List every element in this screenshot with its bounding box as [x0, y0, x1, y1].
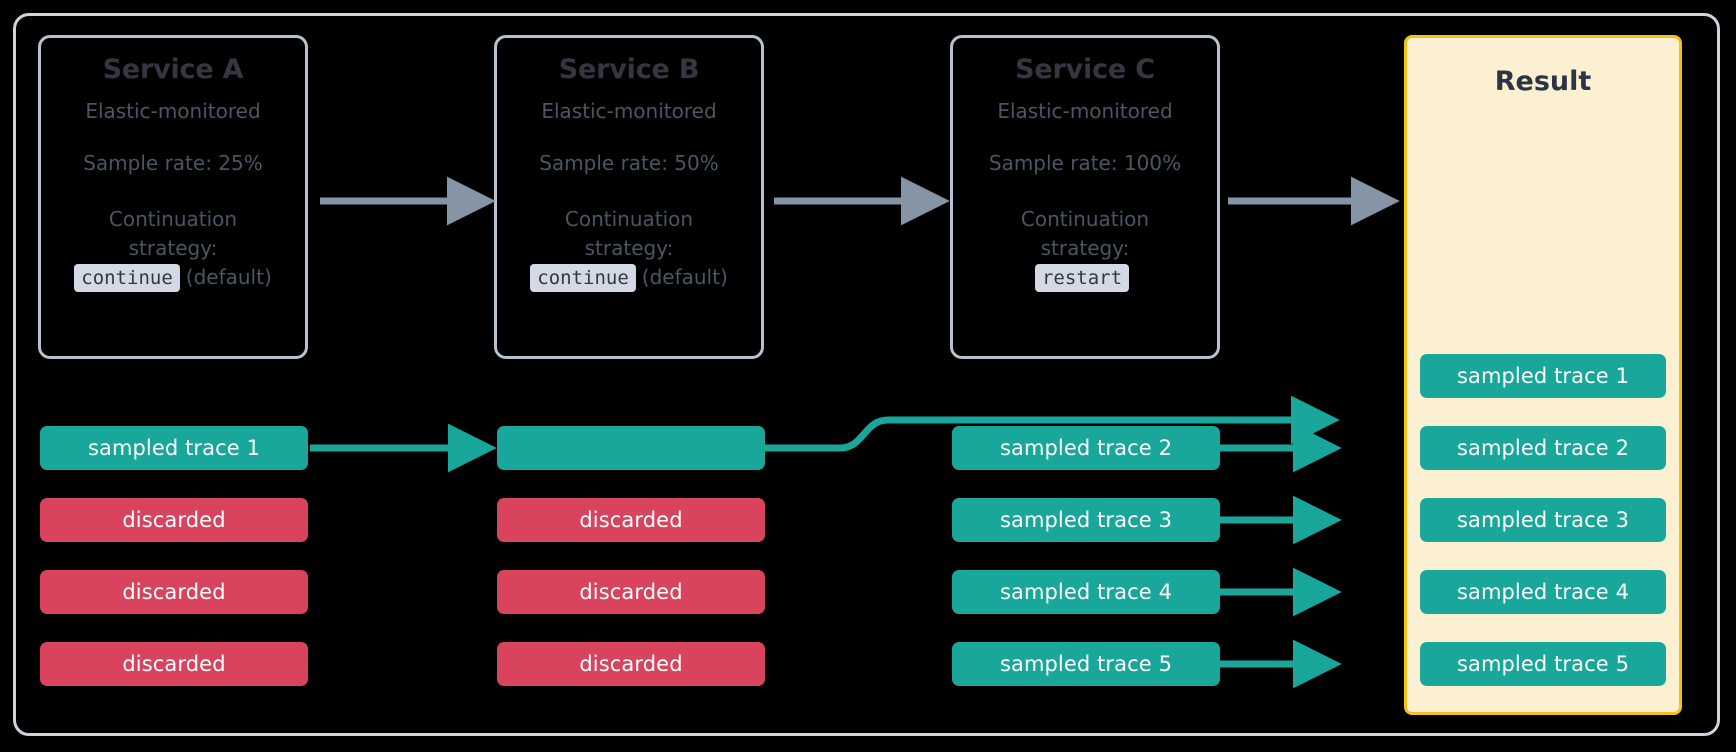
trace-pill-b-4-label: discarded: [579, 652, 683, 676]
service-a-strategy-value: continue: [74, 264, 180, 292]
trace-pill-a-1-label: sampled trace 1: [87, 436, 261, 460]
service-b-subtitle: Elastic-monitored: [541, 99, 717, 123]
service-b-strategy-line2: strategy:: [584, 236, 674, 260]
result-pill-1-label: sampled trace 1: [1456, 364, 1630, 388]
service-c-subtitle: Elastic-monitored: [997, 99, 1173, 123]
service-b-strategy-value: continue: [530, 264, 636, 292]
trace-pill-c-2-label: sampled trace 3: [999, 508, 1173, 532]
trace-pill-c-3-label: sampled trace 4: [999, 580, 1173, 604]
trace-pill-b-4[interactable]: discarded: [497, 642, 765, 686]
service-a-subtitle: Elastic-monitored: [85, 99, 261, 123]
service-b-strategy-row: continue(default): [497, 264, 761, 292]
trace-pill-a-3-label: discarded: [122, 580, 226, 604]
result-pill-5[interactable]: sampled trace 5: [1420, 642, 1666, 686]
result-pill-4[interactable]: sampled trace 4: [1420, 570, 1666, 614]
service-a-strategy-label: Continuation strategy:: [41, 205, 305, 263]
trace-pill-a-4[interactable]: discarded: [40, 642, 308, 686]
service-a-title: Service A: [102, 54, 244, 85]
trace-pill-a-2[interactable]: discarded: [40, 498, 308, 542]
result-pill-3-label: sampled trace 3: [1456, 508, 1630, 532]
trace-pill-a-3[interactable]: discarded: [40, 570, 308, 614]
service-c-sample-rate: Sample rate: 100%: [988, 151, 1182, 175]
trace-pill-a-4-label: discarded: [122, 652, 226, 676]
trace-pill-a-2-label: discarded: [122, 508, 226, 532]
trace-pill-b-3[interactable]: discarded: [497, 570, 765, 614]
service-c-strategy-label: Continuation strategy:: [953, 205, 1217, 263]
service-a-strategy-note: (default): [185, 265, 272, 289]
result-pill-1[interactable]: sampled trace 1: [1420, 354, 1666, 398]
trace-pill-c-1[interactable]: sampled trace 2: [952, 426, 1220, 470]
service-a-sample-rate: Sample rate: 25%: [83, 151, 263, 175]
trace-pill-a-1[interactable]: sampled trace 1: [40, 426, 308, 470]
service-b-strategy-line1: Continuation: [564, 207, 694, 231]
trace-pill-c-1-label: sampled trace 2: [999, 436, 1173, 460]
trace-pill-b-1[interactable]: [497, 426, 765, 470]
service-b-strategy-label: Continuation strategy:: [497, 205, 761, 263]
trace-pill-c-4[interactable]: sampled trace 5: [952, 642, 1220, 686]
trace-pill-c-3[interactable]: sampled trace 4: [952, 570, 1220, 614]
trace-pill-b-3-label: discarded: [579, 580, 683, 604]
service-card-b[interactable]: Service B Elastic-monitored Sample rate:…: [494, 35, 764, 359]
result-pill-3[interactable]: sampled trace 3: [1420, 498, 1666, 542]
result-pill-2-label: sampled trace 2: [1456, 436, 1630, 460]
service-a-strategy-line1: Continuation: [108, 207, 238, 231]
result-pill-2[interactable]: sampled trace 2: [1420, 426, 1666, 470]
result-pill-5-label: sampled trace 5: [1456, 652, 1630, 676]
service-card-a[interactable]: Service A Elastic-monitored Sample rate:…: [38, 35, 308, 359]
result-pill-4-label: sampled trace 4: [1456, 580, 1630, 604]
trace-pill-b-2[interactable]: discarded: [497, 498, 765, 542]
trace-pill-b-2-label: discarded: [579, 508, 683, 532]
service-c-strategy-value: restart: [1034, 264, 1130, 292]
trace-pill-c-4-label: sampled trace 5: [999, 652, 1173, 676]
service-b-sample-rate: Sample rate: 50%: [539, 151, 719, 175]
service-a-strategy-line2: strategy:: [128, 236, 218, 260]
service-b-strategy-note: (default): [641, 265, 728, 289]
service-c-title: Service C: [1015, 54, 1155, 85]
trace-pill-c-2[interactable]: sampled trace 3: [952, 498, 1220, 542]
service-a-strategy-row: continue(default): [41, 264, 305, 292]
result-title: Result: [1494, 66, 1592, 97]
service-c-strategy-row: restart: [953, 264, 1217, 292]
service-card-c[interactable]: Service C Elastic-monitored Sample rate:…: [950, 35, 1220, 359]
service-c-strategy-line1: Continuation: [1020, 207, 1150, 231]
service-c-strategy-line2: strategy:: [1040, 236, 1130, 260]
service-b-title: Service B: [558, 54, 700, 85]
